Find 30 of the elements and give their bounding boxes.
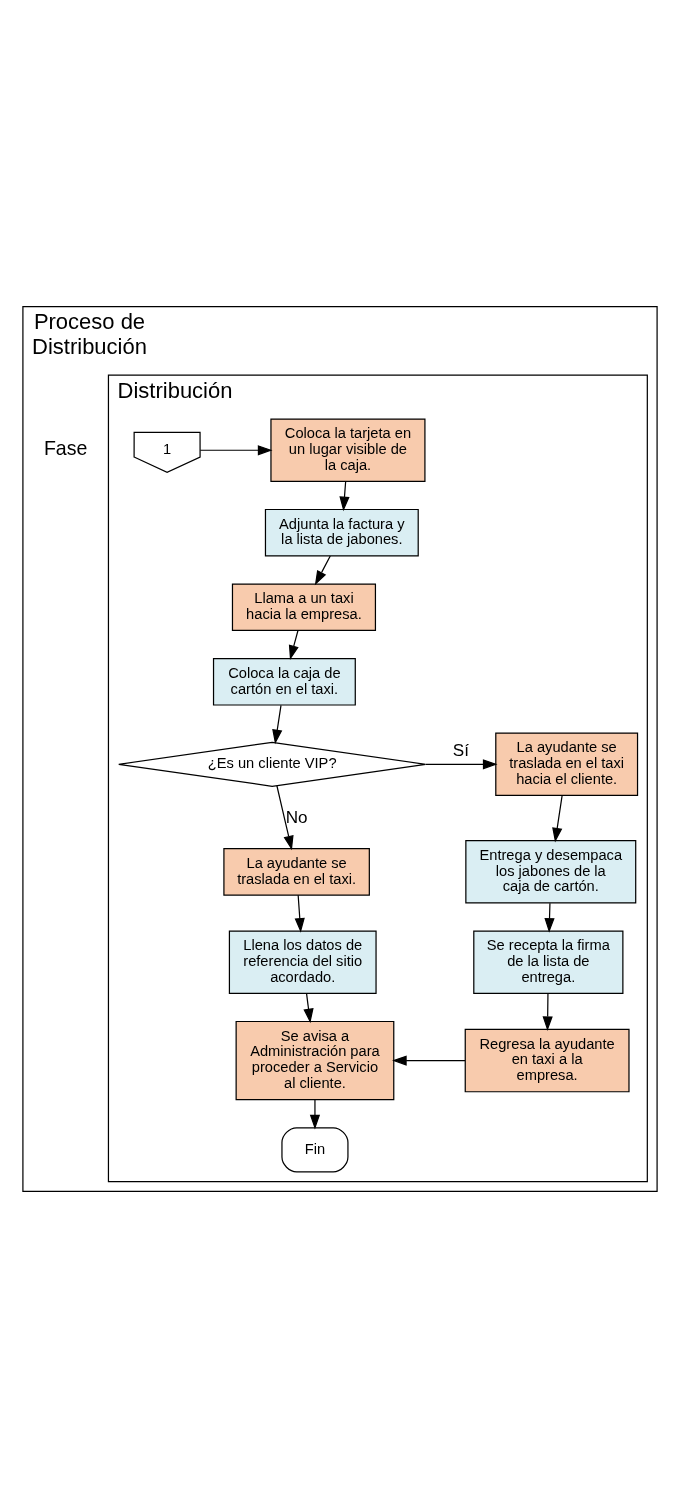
node-box: Se recepta la firma de la lista de entrega. xyxy=(473,929,624,994)
node-box: La ayudante se traslada en el taxi hacia el cliente. xyxy=(495,732,639,796)
arrow xyxy=(199,444,273,455)
node-box: Coloca la tarjeta en un lugar visible de la caja. xyxy=(270,417,426,482)
node-box: Llena los datos de referencia del sitio acordado. xyxy=(228,929,377,994)
node-box: Regresa la ayudante en taxi a la empresa. xyxy=(464,1028,630,1092)
arrow xyxy=(288,629,299,660)
node-box: Llama a un taxi hacia la empresa. xyxy=(231,582,377,631)
node-box: Entrega y desempaca los jabones de la caja de cartón. xyxy=(465,839,637,904)
node-box: Fin xyxy=(281,1126,349,1172)
node-box: La ayudante se traslada en el taxi. xyxy=(223,847,370,896)
label: Fase xyxy=(43,436,88,459)
arrow xyxy=(544,902,555,933)
arrow xyxy=(314,554,331,585)
arrow xyxy=(294,894,305,933)
arrow xyxy=(339,480,350,511)
arrow xyxy=(272,704,283,744)
arrow xyxy=(552,794,563,842)
arrow xyxy=(542,992,553,1031)
edge-label: No xyxy=(285,807,308,827)
node-box: Coloca la caja de cartón en el taxi. xyxy=(212,657,356,706)
arrow xyxy=(276,784,294,850)
arrow xyxy=(303,992,314,1023)
arrow xyxy=(425,758,498,769)
arrow xyxy=(309,1099,321,1129)
node-box: Adjunta la factura y la lista de jabones. xyxy=(264,508,419,557)
edge-label: Sí xyxy=(452,740,469,760)
node-box: Se avisa a Administración para proceder a Servicio al cliente. xyxy=(235,1020,395,1100)
node-diamond: ¿Es un cliente VIP? xyxy=(118,741,427,787)
arrow xyxy=(392,1054,466,1066)
